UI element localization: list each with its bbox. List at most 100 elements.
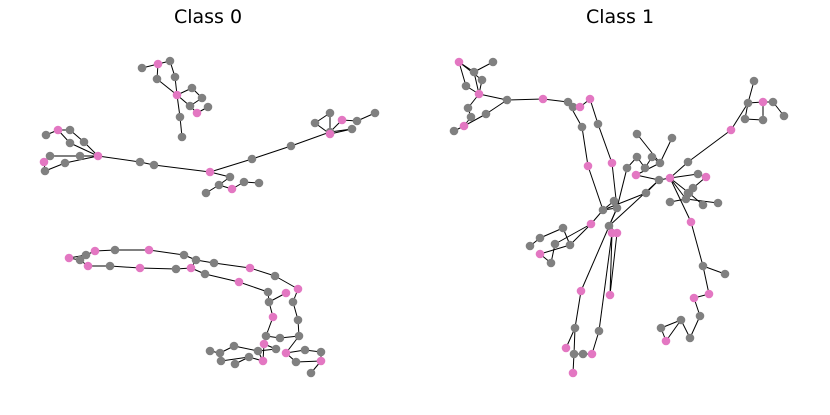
graph-node-pink [227, 184, 237, 194]
graph-node-gray [370, 108, 380, 118]
graph-node-gray [263, 287, 273, 297]
graph-node-gray [81, 250, 91, 260]
graph-node-gray [667, 133, 677, 143]
graph-edge [608, 179, 660, 227]
graph-node-gray [632, 129, 642, 139]
graph-node-gray [275, 333, 285, 343]
graph-node-gray [65, 125, 75, 135]
graph-node-gray [461, 81, 471, 91]
graph-node-pink [281, 288, 291, 298]
graph-edge [669, 173, 699, 179]
graph-node-gray [466, 112, 476, 122]
graph-node-pink [726, 125, 736, 135]
graph-node-gray [149, 160, 159, 170]
graph-node-gray [758, 115, 768, 125]
graph-edge [209, 158, 253, 173]
graph-node-pink [605, 290, 615, 300]
graph-node-gray [676, 315, 686, 325]
graph-node-gray [300, 345, 310, 355]
graph-node-pink [259, 339, 269, 349]
graph-node-gray [254, 178, 264, 188]
graph-node-gray [40, 166, 50, 176]
graph-node-gray [203, 102, 213, 112]
graph-node-pink [474, 89, 484, 99]
graph-node-gray [135, 157, 145, 167]
graph-node-gray [75, 151, 85, 161]
graph-node-gray [65, 138, 75, 148]
graph-node-gray [598, 205, 608, 215]
graph-node-pink [337, 115, 347, 125]
graph-node-gray [286, 141, 296, 151]
graph-edge [730, 102, 749, 131]
graph-node-pink [758, 97, 768, 107]
graph-node-gray [209, 258, 219, 268]
graph-node-pink [576, 286, 586, 296]
graph-node-gray [293, 315, 303, 325]
graph-node-pink [53, 125, 63, 135]
graph-node-gray [191, 255, 201, 265]
graph-node-gray [577, 122, 587, 132]
graph-edge [690, 221, 704, 267]
graph-node-gray [693, 169, 703, 179]
graph-node-pink [135, 263, 145, 273]
graph-edge [213, 262, 251, 269]
graph-node-gray [740, 114, 750, 124]
graph-node-gray [779, 111, 789, 121]
graph-node-gray [200, 269, 210, 279]
graph-node-gray [291, 357, 301, 367]
graph-node-gray [261, 331, 271, 341]
graph-node-gray [110, 245, 120, 255]
graph-node-gray [75, 255, 85, 265]
graph-node-gray [665, 197, 675, 207]
graph-node-pink [83, 261, 93, 271]
graph-node-gray [525, 241, 535, 251]
graph-node-pink [454, 57, 464, 67]
graph-node-gray [271, 344, 281, 354]
graph-edge [153, 164, 211, 173]
graph-node-pink [459, 121, 469, 131]
graph-node-gray [175, 112, 185, 122]
graph-edge [478, 93, 508, 101]
graph-node-gray [152, 74, 162, 84]
graph-node-gray [713, 198, 723, 208]
graph-node-pink [568, 368, 578, 378]
graph-edge [665, 319, 682, 342]
graph-node-pink [587, 349, 597, 359]
graph-node-gray [655, 158, 665, 168]
graph-edge [97, 155, 141, 163]
graph-node-gray [698, 261, 708, 271]
graph-node-pink [258, 356, 268, 366]
graph-node-pink [186, 263, 196, 273]
graph-node-pink [686, 217, 696, 227]
graph-node-pink [585, 94, 595, 104]
graph-node-gray [306, 368, 316, 378]
graph-node-gray [294, 331, 304, 341]
graph-node-gray [488, 57, 498, 67]
graph-node-pink [704, 289, 714, 299]
graph-node-gray [216, 356, 226, 366]
graph-edge [109, 265, 141, 269]
graph-node-gray [685, 333, 695, 343]
graph-node-gray [594, 326, 604, 336]
graph-node-gray [743, 98, 753, 108]
graph-node-pink [701, 172, 711, 182]
graph-node-gray [535, 233, 545, 243]
graph-node-gray [481, 109, 491, 119]
graph-node-gray [247, 154, 257, 164]
graph-edge [69, 142, 99, 157]
graph-edge [573, 327, 576, 355]
graph-node-pink [535, 249, 545, 259]
graph-node-gray [749, 76, 759, 86]
graph-node-gray [179, 250, 189, 260]
graph-edge [597, 123, 613, 164]
graph-node-gray [310, 118, 320, 128]
graph-node-gray [683, 188, 693, 198]
graph-node-gray [695, 311, 705, 321]
graph-node-pink [293, 284, 303, 294]
graph-node-gray [593, 119, 603, 129]
graph-edge [581, 126, 589, 167]
graph-node-pink [316, 356, 326, 366]
graph-node-gray [230, 359, 240, 369]
graph-edge [609, 232, 613, 296]
graph-edge [609, 232, 618, 296]
